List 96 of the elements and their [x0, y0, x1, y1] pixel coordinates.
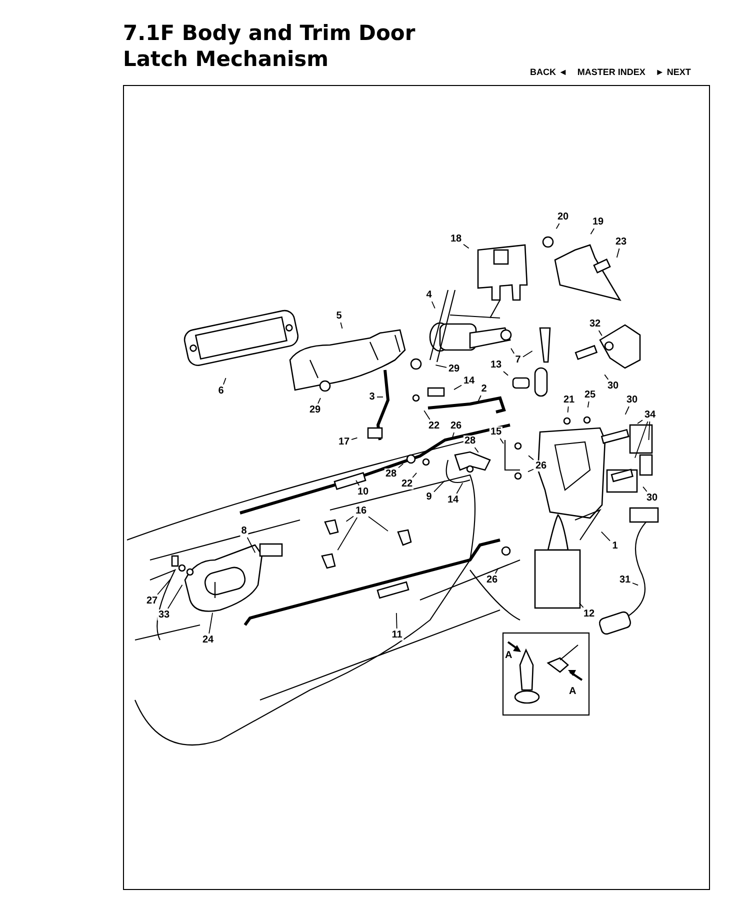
leader-line: [318, 398, 321, 404]
leader-line: [368, 516, 388, 532]
back-link: BACK ◄: [530, 66, 568, 79]
leader-line: [590, 228, 595, 235]
callout-number: 27: [145, 596, 159, 606]
leader-line: [567, 406, 569, 413]
leader-line: [600, 531, 610, 542]
callout-number: 21: [562, 394, 576, 406]
callout-number: 15: [489, 426, 503, 438]
callout-number: 2: [480, 384, 488, 394]
leader-line: [463, 244, 470, 249]
leader-line: [424, 410, 430, 420]
leader-line: [500, 438, 504, 444]
callout-number: 20: [556, 212, 570, 222]
view-label: A: [569, 685, 576, 699]
callout-number: 9: [425, 492, 433, 502]
leader-line: [222, 378, 226, 385]
callout-number: 31: [618, 574, 632, 586]
leader-line: [632, 582, 639, 586]
callout-number: 30: [645, 492, 659, 504]
leader-line: [337, 517, 358, 551]
leader-line: [412, 472, 417, 478]
leader-line: [167, 584, 183, 609]
callout-number: 18: [449, 234, 463, 244]
callout-number: 14: [462, 376, 476, 386]
callout-number: 32: [588, 318, 602, 330]
leader-line: [642, 486, 648, 492]
callout-number: 30: [625, 394, 639, 406]
leader-line: [648, 421, 650, 440]
leader-line: [456, 482, 464, 494]
leader-line: [604, 374, 609, 380]
callout-number: 28: [384, 468, 398, 480]
callout-number: 29: [447, 364, 461, 374]
leader-line: [157, 579, 171, 595]
callout-number: 30: [606, 380, 620, 392]
leader-line: [528, 455, 534, 460]
leader-line: [246, 537, 256, 554]
leader-line: [208, 612, 213, 634]
callout-number: 25: [583, 390, 597, 400]
callout-number: 11: [390, 630, 404, 640]
leader-line: [528, 468, 534, 472]
callout-number: 5: [335, 310, 343, 322]
view-label: A: [505, 649, 512, 663]
callout-number: 26: [449, 420, 463, 432]
leader-line: [624, 406, 630, 415]
callout-number: 34: [643, 410, 657, 420]
leader-line: [398, 463, 404, 468]
leader-line: [346, 516, 354, 522]
callout-number: 23: [614, 236, 628, 248]
master-index-link: MASTER INDEX: [577, 66, 646, 79]
leader-line: [396, 612, 398, 629]
callout-number: 12: [582, 608, 596, 620]
callout-number: 8: [240, 526, 248, 536]
leader-line: [478, 395, 482, 402]
callout-number: 28: [463, 436, 477, 446]
callout-number: 26: [485, 574, 499, 586]
leader-line: [452, 432, 454, 439]
leader-line: [522, 350, 533, 358]
callout-number: 26: [534, 460, 548, 472]
leader-line: [637, 420, 643, 424]
leader-line: [503, 371, 508, 376]
callout-number: 24: [201, 634, 215, 646]
callout-number: 10: [356, 486, 370, 498]
callout-number: 3: [368, 392, 376, 402]
leader-line: [454, 384, 462, 390]
page-title: 7.1F Body and Trim Door Latch Mechanism: [123, 20, 416, 72]
leader-line: [356, 480, 360, 486]
leader-line: [556, 223, 560, 230]
callout-number: 1: [611, 540, 619, 552]
callout-number: 4: [425, 290, 433, 300]
leader-line: [616, 248, 620, 258]
leader-line: [587, 401, 590, 408]
callout-number: 19: [591, 216, 605, 228]
leader-line: [376, 396, 384, 398]
leader-line: [434, 480, 446, 492]
leader-line: [474, 447, 479, 453]
callout-number: 33: [157, 610, 171, 620]
callout-number: 7: [514, 354, 522, 366]
leader-line: [510, 348, 515, 354]
next-link: ► NEXT: [655, 66, 691, 79]
callout-number: 22: [427, 420, 441, 432]
callout-number: 22: [400, 478, 414, 490]
callout-number: 13: [489, 360, 503, 370]
callout-number: 6: [217, 386, 225, 396]
leader-line: [578, 602, 584, 608]
leader-line: [340, 322, 343, 329]
callout-number: 16: [354, 506, 368, 516]
leader-line: [634, 421, 648, 458]
leader-line: [431, 301, 436, 309]
leader-line: [494, 568, 499, 574]
callout-number: 29: [308, 404, 322, 416]
callout-number: 17: [337, 436, 351, 448]
leader-line: [351, 437, 358, 440]
leader-line: [598, 330, 602, 336]
leader-line: [435, 364, 447, 368]
callout-number: 14: [446, 494, 460, 506]
